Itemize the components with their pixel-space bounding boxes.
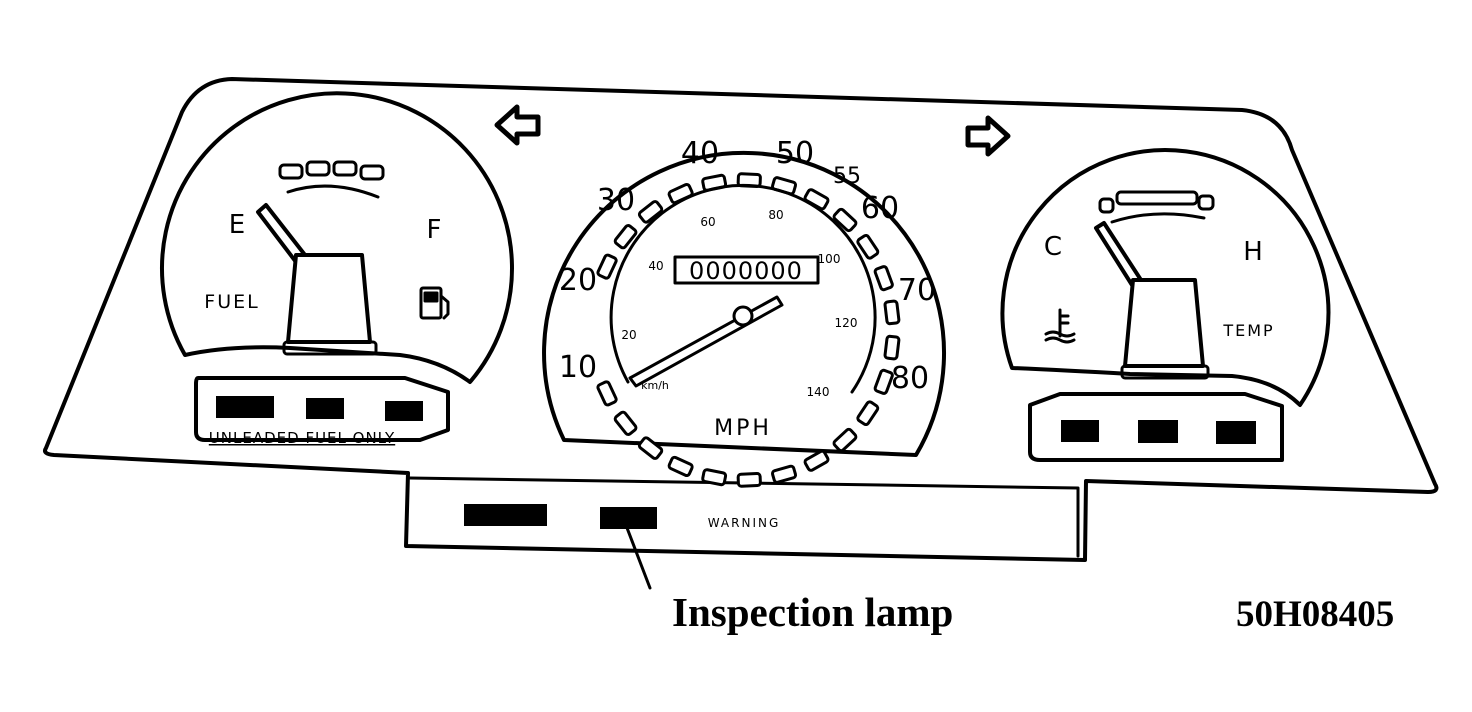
speedometer-scale-marks (596, 172, 901, 488)
mph-tick-label: 55 (833, 164, 861, 189)
speed-scale-segment (596, 253, 618, 280)
temp-indicator-housing (1028, 392, 1284, 462)
speed-scale-segment (701, 468, 728, 487)
kmh-tick-labels: 20 40 60 80 100 120 140 (621, 208, 857, 399)
temp-indicator-lamp-3 (1216, 421, 1256, 444)
fuel-gauge-face (160, 91, 514, 384)
speed-scale-segment (613, 224, 638, 250)
fuel-scale-marks (278, 160, 385, 199)
speed-scale-segment (736, 472, 762, 488)
inspection-lamp-callout: Inspection lamp (672, 589, 954, 635)
speed-scale-segment (637, 200, 664, 224)
temp-indicator-lamp-2 (1138, 420, 1178, 443)
fuel-needle-base (282, 340, 378, 356)
fuel-gauge: E F FUEL UNLEADED FUEL ONLY (160, 91, 514, 447)
kmh-tick-label: 20 (621, 328, 636, 342)
fuel-needle-hub (286, 253, 372, 344)
kmh-tick-label: 100 (818, 252, 841, 266)
speedometer-needle (628, 295, 784, 388)
mph-tick-label: 50 (776, 136, 814, 171)
speed-scale-segment (873, 265, 894, 292)
mph-tick-label: 70 (898, 273, 936, 308)
speedometer-face (542, 150, 947, 457)
temp-needle (1094, 221, 1143, 287)
kmh-tick-label: 40 (648, 259, 663, 273)
warning-label: WARNING (708, 516, 781, 530)
speed-scale-segment (856, 400, 880, 427)
fuel-indicator-lamp-2 (306, 398, 344, 419)
speed-scale-segment (637, 436, 664, 460)
mph-tick-label: 20 (559, 263, 597, 298)
temperature-gauge: C H TEMP (1000, 148, 1331, 462)
speed-scale-segment (803, 449, 830, 472)
mph-tick-label: 30 (597, 183, 635, 218)
mph-tick-label: 40 (681, 136, 719, 171)
fuel-name-label: FUEL (204, 291, 259, 313)
temp-gauge-face (1000, 148, 1331, 407)
fuel-full-label: F (427, 215, 442, 245)
temp-indicator-lamp-1 (1061, 420, 1099, 442)
speed-scale-segment (883, 334, 901, 361)
inspection-lamp-leader-line (622, 518, 652, 590)
kmh-tick-label: 60 (700, 215, 715, 229)
speed-scale-segment (883, 299, 901, 326)
kmh-unit-label: km/h (641, 379, 669, 392)
speed-scale-segment (832, 207, 858, 233)
warning-lamp-1 (464, 504, 547, 526)
speed-scale-segment (667, 455, 694, 477)
speed-scale-segment (596, 380, 618, 407)
figure-code: 50H08405 (1236, 594, 1395, 635)
kmh-tick-label: 140 (807, 385, 830, 399)
kmh-tick-label: 120 (835, 316, 858, 330)
speed-scale-segment (771, 464, 798, 484)
coolant-temperature-icon (1044, 308, 1076, 344)
temp-needle-hub (1123, 278, 1205, 368)
kmh-tick-label: 80 (768, 208, 783, 222)
kmh-inner-arc (609, 183, 877, 394)
left-arrow-icon (494, 104, 541, 146)
speed-scale-segment (873, 368, 894, 395)
speed-scale-segment (856, 233, 880, 260)
temp-needle-base (1120, 364, 1210, 380)
speed-scale-segment (613, 410, 638, 436)
temp-scale-marks (1098, 190, 1215, 224)
fuel-indicator-housing (194, 376, 450, 442)
mph-tick-label: 80 (891, 361, 929, 396)
fuel-pump-icon (419, 286, 450, 320)
fuel-empty-label: E (229, 210, 245, 240)
speedometer-needle-hub (732, 305, 754, 327)
temp-hot-label: H (1243, 237, 1263, 267)
speed-scale-segment (832, 427, 858, 453)
warning-panel (408, 476, 1080, 558)
odometer-window (673, 255, 820, 285)
mph-tick-label: 60 (861, 191, 899, 226)
fuel-indicator-lamp-1 (216, 396, 274, 418)
inspection-lamp (600, 507, 657, 529)
temp-cold-label: C (1044, 232, 1062, 262)
mph-tick-label: 10 (559, 350, 597, 385)
fuel-indicator-lamp-3 (385, 401, 423, 421)
unleaded-fuel-note: UNLEADED FUEL ONLY (209, 429, 395, 447)
temp-name-label: TEMP (1222, 321, 1274, 340)
odometer-digits: 0000000 (689, 257, 803, 285)
right-arrow-icon (965, 115, 1011, 157)
cluster-housing (43, 77, 1439, 562)
mph-unit-label: MPH (714, 416, 772, 441)
